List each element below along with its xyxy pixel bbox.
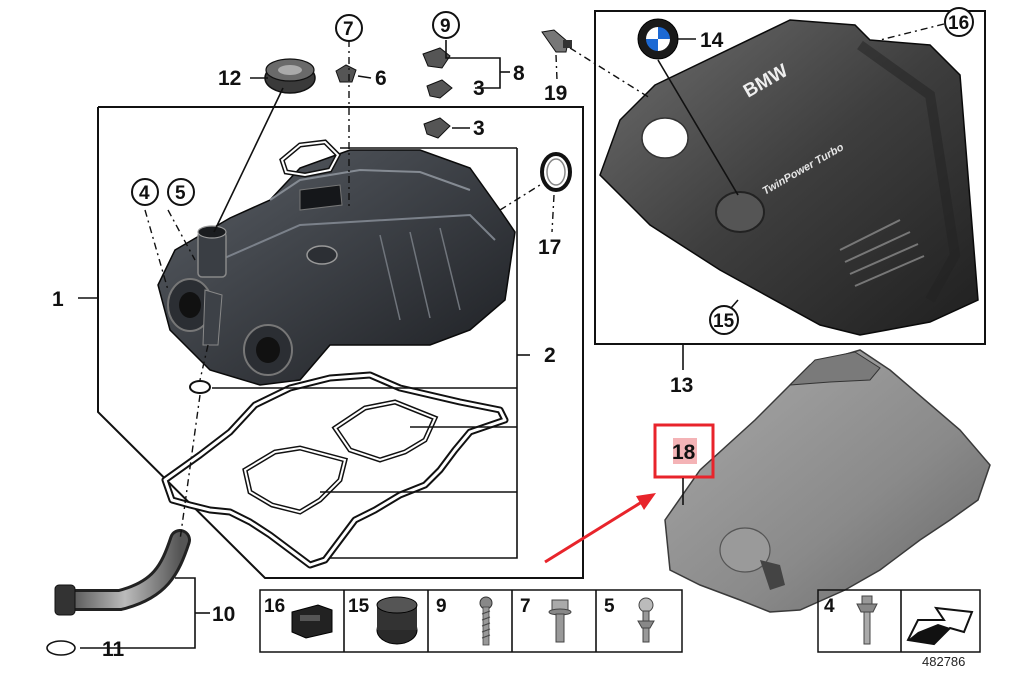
small-parts-legend: 16 15 9 7 5: [259, 589, 981, 669]
legend-number-9: 9: [436, 596, 447, 617]
callout-5[interactable]: 5: [175, 183, 186, 204]
callouts: 1 2 12 6 8 3 3 19 17 14 13 10 11 18 7 9 …: [52, 7, 974, 661]
callout-4[interactable]: 4: [139, 183, 150, 204]
acoustic-cover-group: [594, 10, 986, 345]
clip-part-3-upper[interactable]: [426, 79, 453, 99]
callout-18[interactable]: 18: [672, 441, 696, 464]
legend-number-7: 7: [520, 596, 531, 617]
seal-ring[interactable]: [189, 380, 211, 394]
cylinder-head-cover[interactable]: [157, 149, 516, 386]
legend-number-16: 16: [264, 596, 285, 617]
sensor-part-19[interactable]: [541, 29, 572, 53]
callout-16[interactable]: 16: [948, 13, 969, 34]
o-ring-part-11[interactable]: [46, 640, 76, 656]
callout-2[interactable]: 2: [544, 344, 556, 367]
engine-acoustic-cover[interactable]: BMW TwinPower Turbo: [599, 19, 979, 336]
callout-11[interactable]: 11: [102, 638, 125, 661]
bmw-emblem-icon[interactable]: [637, 18, 679, 60]
callout-3-upper[interactable]: 3: [473, 77, 485, 100]
callout-10[interactable]: 10: [212, 603, 235, 626]
legend-number-15: 15: [348, 596, 370, 617]
clip-part-6[interactable]: [335, 64, 357, 83]
callout-17[interactable]: 17: [538, 236, 561, 259]
leader-lines: [78, 23, 945, 649]
sealing-ring[interactable]: [540, 152, 572, 192]
filler-neck-gasket[interactable]: [279, 139, 342, 178]
callout-8[interactable]: 8: [513, 62, 525, 85]
rubber-mount-icon[interactable]: [291, 604, 333, 639]
breather-pipe[interactable]: [54, 529, 191, 616]
legend-number-4: 4: [824, 596, 835, 617]
diagram-id: 482786: [922, 654, 965, 669]
callout-7[interactable]: 7: [343, 19, 354, 40]
callout-9[interactable]: 9: [440, 16, 451, 37]
screw-icon[interactable]: [479, 596, 493, 646]
highlight-frame-part-18: [653, 423, 715, 479]
highlight-arrow: [544, 493, 656, 564]
callout-1[interactable]: 1: [52, 288, 64, 311]
bolt-icon[interactable]: [548, 599, 572, 643]
heat-shield[interactable]: [664, 349, 991, 613]
clip-part-9[interactable]: [422, 47, 451, 69]
cylinder-head-cover-gasket[interactable]: [161, 371, 509, 569]
ball-stud-icon[interactable]: [637, 597, 655, 643]
legend-number-5: 5: [604, 596, 615, 617]
callout-13[interactable]: 13: [670, 374, 693, 397]
cover-logo-recess: [715, 191, 765, 233]
grommet-icon[interactable]: [376, 596, 418, 645]
callout-3-lower[interactable]: 3: [473, 117, 485, 140]
callout-14[interactable]: 14: [700, 29, 724, 52]
callout-19[interactable]: 19: [544, 82, 567, 105]
clip-part-3-lower[interactable]: [423, 117, 451, 139]
callout-6[interactable]: 6: [375, 67, 387, 90]
stud-bolt-icon[interactable]: [856, 595, 878, 645]
callout-15[interactable]: 15: [713, 311, 735, 332]
callout-12[interactable]: 12: [218, 67, 241, 90]
oil-filler-cap[interactable]: [264, 58, 316, 94]
direction-arrow-icon: [906, 606, 974, 646]
cylinder-head-cover-group: [97, 106, 584, 579]
